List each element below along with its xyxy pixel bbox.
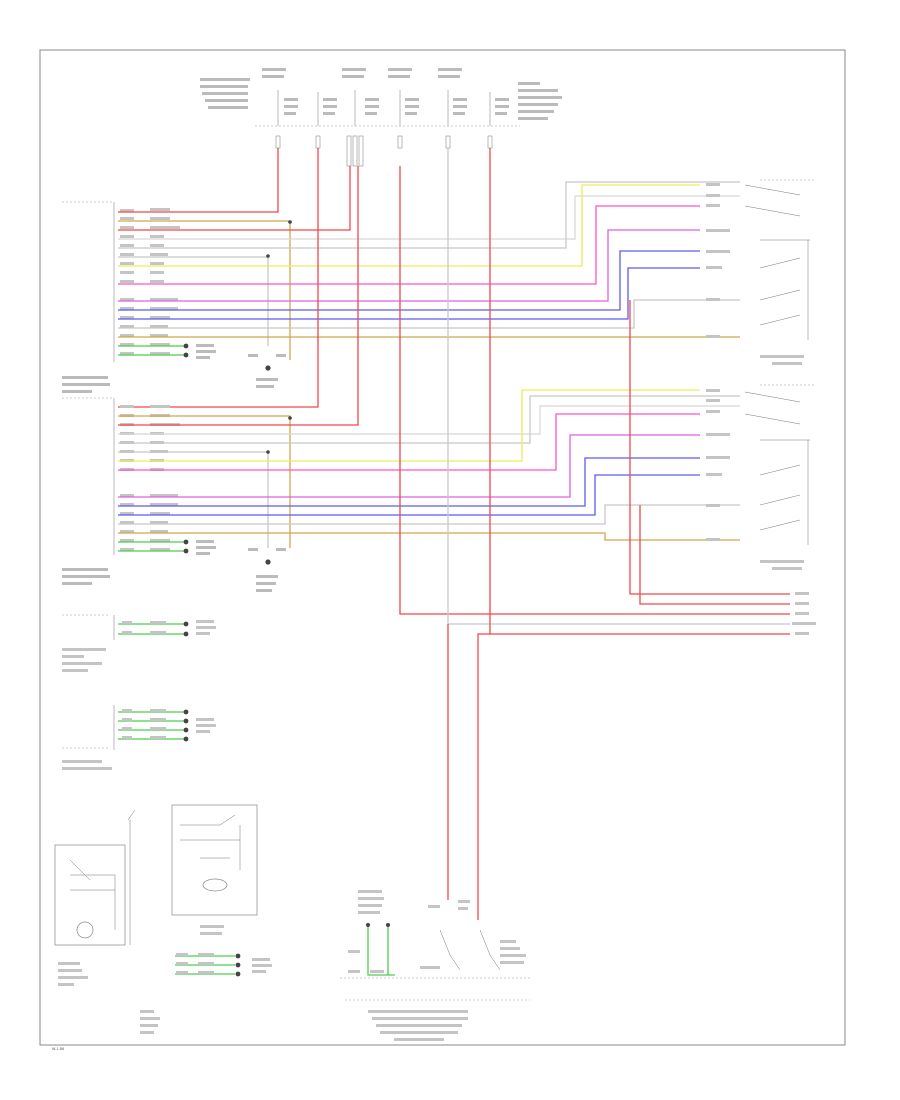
- left-door-wires: [118, 148, 740, 408]
- ground-label: [196, 344, 286, 388]
- module-label: [62, 568, 110, 585]
- fuse-label-blocks: [200, 68, 562, 120]
- connector-pin-labels: [120, 208, 180, 355]
- left-front-door-control-module: [62, 201, 180, 393]
- diagram-frame: [39, 49, 846, 1046]
- right-door-wires: [118, 166, 740, 552]
- lock-unit-labels: [706, 389, 804, 570]
- lumbar-support-switch: [62, 614, 216, 672]
- continuation-labels: [792, 592, 816, 635]
- continuation-wires: [399, 148, 816, 920]
- remote-keyless-entry-module: [340, 890, 530, 1041]
- fuse-connector: [275, 135, 493, 167]
- connector-pin-labels: [120, 405, 180, 551]
- ground-label: [196, 540, 286, 592]
- right-front-door-control-module: [62, 397, 180, 585]
- trunk-lid-release-switch: [54, 809, 136, 986]
- figure-code: W-1 B8: [52, 1047, 64, 1051]
- ground-terminals: [183, 416, 292, 565]
- module-label: [62, 376, 110, 393]
- dimmer-switch-panel: [62, 705, 216, 770]
- trunk-lock-motor: [140, 804, 272, 1034]
- lock-unit-labels: [706, 183, 804, 365]
- fuse-block: [200, 68, 562, 167]
- left-front-door-lock-unit: [706, 179, 815, 365]
- ground-terminals: [183, 220, 292, 371]
- right-front-door-lock-unit: [706, 384, 815, 570]
